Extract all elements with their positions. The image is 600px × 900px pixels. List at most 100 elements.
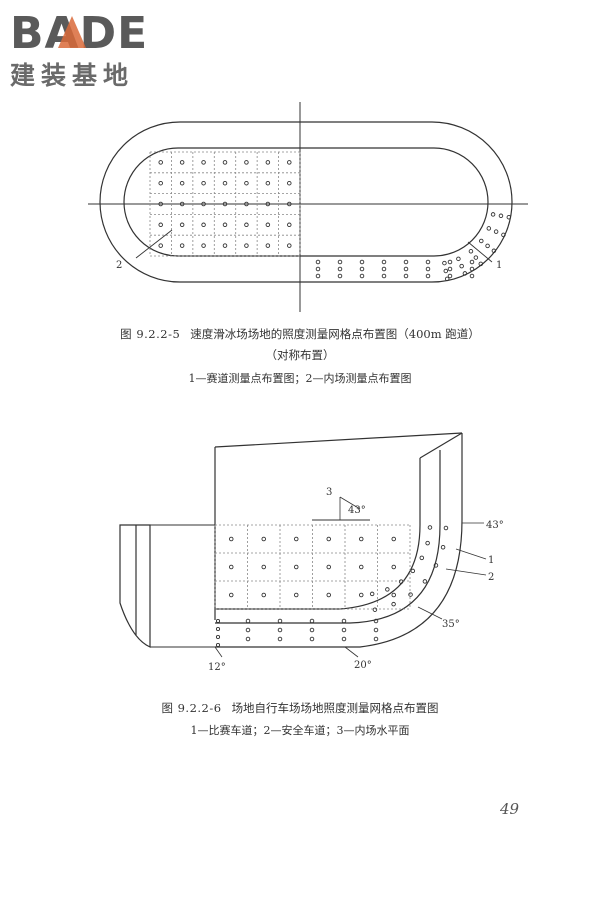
track-point — [277, 627, 283, 633]
angle-marker-arm — [339, 496, 361, 510]
track-point — [309, 627, 315, 633]
logo-accent-triangle — [58, 16, 86, 48]
measure-point — [265, 160, 271, 165]
track-point — [385, 587, 390, 592]
figure2-number: 图 9.2.2-6 — [161, 701, 222, 715]
track-point — [369, 591, 375, 597]
measure-point — [228, 536, 234, 542]
track-points — [315, 212, 512, 282]
measure-point — [158, 243, 163, 248]
track-point — [425, 259, 431, 265]
measure-point — [228, 592, 234, 598]
measure-point — [359, 564, 364, 570]
measure-point — [228, 564, 234, 570]
track-point — [473, 255, 479, 260]
track-point — [309, 618, 315, 624]
measure-point — [201, 160, 206, 165]
measure-point — [287, 243, 292, 248]
infield-grid — [149, 151, 301, 257]
track-point — [447, 266, 453, 272]
track-point — [469, 273, 475, 279]
measure-point — [201, 222, 206, 228]
track-point — [373, 627, 379, 633]
track-point — [372, 607, 378, 612]
track-point — [456, 256, 461, 262]
figure1-number: 图 9.2.2-5 — [120, 327, 181, 341]
measure-point — [158, 160, 163, 165]
measure-point — [391, 536, 397, 542]
measure-point — [158, 180, 163, 186]
track-point — [419, 555, 425, 561]
track-point — [215, 626, 221, 632]
measure-point — [222, 180, 228, 186]
leader-line-1 — [455, 548, 487, 560]
corner-bevel-line — [419, 432, 463, 459]
measure-point — [294, 592, 299, 598]
track-point — [391, 601, 396, 607]
measure-point — [179, 222, 185, 228]
leader-line-2 — [135, 229, 173, 259]
track-point — [447, 259, 453, 265]
measure-point — [326, 564, 332, 570]
figure-cycling-track: 3 43° 43° 1 2 35° 20° 12° — [0, 425, 600, 680]
page-number: 49 — [500, 800, 520, 818]
label-1: 1 — [496, 260, 502, 271]
infield-points — [158, 160, 292, 248]
track-point — [443, 525, 449, 531]
measure-point — [244, 243, 249, 248]
track-point — [277, 636, 283, 642]
track-point — [215, 634, 221, 640]
track-point — [315, 259, 321, 265]
speed-skating-diagram: 2 1 — [88, 102, 528, 312]
track-point — [410, 568, 416, 574]
measure-point — [201, 243, 206, 248]
angle-12-leader — [214, 646, 223, 658]
logo-graphic: BADE 建装基地 — [10, 8, 147, 90]
track-point — [215, 618, 221, 624]
leader-line-1 — [467, 241, 493, 263]
track-point — [381, 266, 387, 272]
track-point — [245, 618, 251, 624]
measure-point — [179, 201, 185, 207]
track-point — [425, 540, 430, 546]
track-point — [425, 273, 431, 279]
angle-20: 20° — [354, 660, 372, 671]
measure-point — [287, 160, 292, 165]
measure-point — [244, 201, 249, 207]
track-point — [215, 642, 221, 648]
measure-point — [244, 222, 249, 228]
label-2: 2 — [488, 572, 494, 583]
track-point — [277, 618, 283, 624]
angle-35-leader — [417, 606, 443, 620]
track-point — [403, 266, 409, 272]
figure1-caption-line2: （对称布置） — [265, 348, 335, 362]
track-point — [427, 525, 433, 530]
track-point — [341, 636, 347, 642]
measure-point — [265, 201, 271, 207]
track-point — [433, 563, 439, 568]
track-point — [493, 229, 499, 234]
track-point — [469, 259, 475, 265]
figure-speed-skating: 2 1 — [0, 100, 600, 320]
track-point — [315, 266, 321, 272]
track-point — [337, 259, 343, 265]
measure-point — [391, 592, 397, 598]
track-point — [309, 636, 315, 642]
track-point — [442, 260, 447, 266]
figure1-title: 速度滑冰场场地的照度测量网格点布置图（400m 跑道） — [190, 327, 480, 341]
track-point — [403, 259, 409, 265]
measure-point — [158, 201, 163, 207]
track-point — [359, 259, 365, 265]
track-point — [359, 266, 365, 272]
measure-point — [244, 180, 249, 186]
label-2: 2 — [116, 260, 122, 271]
outer-track-border — [99, 121, 513, 283]
track-point — [403, 273, 409, 279]
track-point — [381, 273, 387, 279]
track-point — [337, 273, 343, 279]
measure-point — [326, 592, 332, 598]
track-point — [443, 268, 449, 274]
track-point — [359, 273, 365, 279]
measure-point — [179, 160, 185, 165]
track-point — [486, 226, 492, 231]
